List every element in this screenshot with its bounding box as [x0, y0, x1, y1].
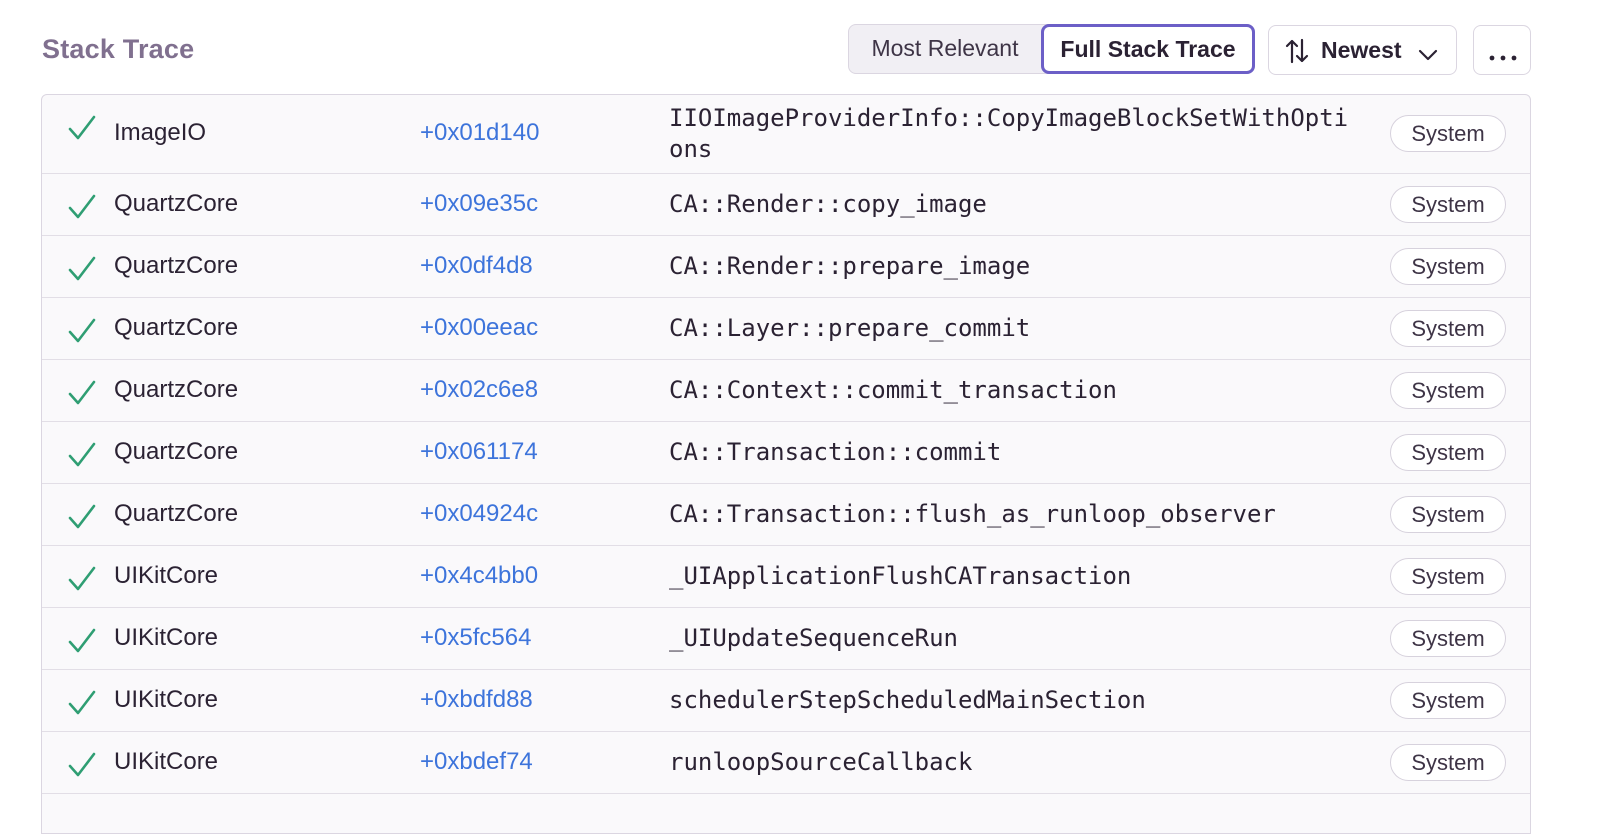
frame-address[interactable]: +0x09e35c	[420, 190, 539, 217]
system-tag: System	[1390, 682, 1506, 719]
frame-address[interactable]: +0x04924c	[420, 500, 539, 527]
system-tag: System	[1390, 434, 1506, 471]
frame-module: QuartzCore	[114, 438, 239, 465]
frame-address[interactable]: +0x02c6e8	[420, 376, 539, 403]
check-icon	[68, 628, 96, 659]
frame-module: QuartzCore	[114, 190, 239, 217]
stack-frame-row[interactable]: UIKitCore +0x5fc564 _UIUpdateSequenceRun…	[42, 608, 1530, 670]
sort-label: Newest	[1321, 37, 1402, 63]
chevron-down-icon	[1418, 41, 1438, 68]
stack-frame-row[interactable]: UIKitCore +0xbdfd88 schedulerStepSchedul…	[42, 670, 1530, 732]
full-stack-trace-button[interactable]: Full Stack Trace	[1041, 24, 1255, 74]
stack-frame-row[interactable]: ImageIO +0x01d140 IIOImageProviderInfo::…	[42, 95, 1530, 174]
frame-module: QuartzCore	[114, 376, 239, 403]
frame-function: IIOImageProviderInfo::CopyImageBlockSetW…	[669, 104, 1349, 163]
view-toggle: Most Relevant Full Stack Trace	[848, 24, 1255, 74]
stack-frame-row[interactable]: QuartzCore +0x04924c CA::Transaction::fl…	[42, 484, 1530, 546]
sort-arrows-icon	[1285, 38, 1309, 70]
frame-address[interactable]: +0xbdfd88	[420, 686, 533, 713]
frame-function: schedulerStepScheduledMainSection	[669, 686, 1146, 714]
frame-function: CA::Transaction::commit	[669, 438, 1002, 466]
system-tag: System	[1390, 186, 1506, 223]
system-tag: System	[1390, 372, 1506, 409]
more-options-button[interactable]	[1473, 25, 1531, 75]
stack-frame-row[interactable]: QuartzCore +0x061174 CA::Transaction::co…	[42, 422, 1530, 484]
ellipsis-icon	[1489, 48, 1517, 66]
frame-module: QuartzCore	[114, 314, 239, 341]
frame-function: CA::Render::prepare_image	[669, 252, 1031, 280]
frame-module: QuartzCore	[114, 500, 239, 527]
frame-function: CA::Render::copy_image	[669, 190, 987, 218]
frame-address[interactable]: +0x00eeac	[420, 314, 539, 341]
frame-module: QuartzCore	[114, 252, 239, 279]
frame-function: CA::Layer::prepare_commit	[669, 314, 1031, 342]
frame-module: UIKitCore	[114, 686, 219, 713]
check-icon	[68, 380, 96, 411]
frame-function: CA::Transaction::flush_as_runloop_observ…	[669, 500, 1276, 528]
frame-address[interactable]: +0x5fc564	[420, 624, 532, 651]
stack-frame-list: ImageIO +0x01d140 IIOImageProviderInfo::…	[41, 94, 1531, 834]
frame-address[interactable]: +0x0df4d8	[420, 252, 533, 279]
check-icon	[68, 115, 96, 146]
system-tag: System	[1390, 310, 1506, 347]
check-icon	[68, 504, 96, 535]
section-title: Stack Trace	[42, 34, 195, 64]
check-icon	[68, 752, 96, 783]
frame-function: _UIUpdateSequenceRun	[669, 624, 958, 652]
check-icon	[68, 442, 96, 473]
check-icon	[68, 194, 96, 225]
frame-module: ImageIO	[114, 119, 207, 146]
frame-address[interactable]: +0x01d140	[420, 119, 540, 146]
frame-function: CA::Context::commit_transaction	[669, 376, 1117, 404]
frame-module: UIKitCore	[114, 624, 219, 651]
check-icon	[68, 256, 96, 287]
check-icon	[68, 318, 96, 349]
system-tag: System	[1390, 115, 1506, 152]
frame-function: _UIApplicationFlushCATransaction	[669, 562, 1132, 590]
frame-module: UIKitCore	[114, 562, 219, 589]
system-tag: System	[1390, 620, 1506, 657]
stack-trace-header: Stack Trace Most Relevant Full Stack Tra…	[42, 22, 1531, 78]
stack-frame-row[interactable]: QuartzCore +0x0df4d8 CA::Render::prepare…	[42, 236, 1530, 298]
system-tag: System	[1390, 744, 1506, 781]
sort-dropdown[interactable]: Newest	[1268, 25, 1457, 75]
stack-frame-row[interactable]: UIKitCore +0x4c4bb0 _UIApplicationFlushC…	[42, 546, 1530, 608]
system-tag: System	[1390, 558, 1506, 595]
system-tag: System	[1390, 496, 1506, 533]
frame-address[interactable]: +0xbdef74	[420, 748, 533, 775]
stack-frame-row[interactable]: QuartzCore +0x02c6e8 CA::Context::commit…	[42, 360, 1530, 422]
check-icon	[68, 566, 96, 597]
stack-frame-row[interactable]: QuartzCore +0x09e35c CA::Render::copy_im…	[42, 174, 1530, 236]
check-icon	[68, 690, 96, 721]
stack-frame-row[interactable]: UIKitCore +0xbdef74 runloopSourceCallbac…	[42, 732, 1530, 794]
system-tag: System	[1390, 248, 1506, 285]
frame-address[interactable]: +0x4c4bb0	[420, 562, 539, 589]
stack-frame-row[interactable]: QuartzCore +0x00eeac CA::Layer::prepare_…	[42, 298, 1530, 360]
frame-address[interactable]: +0x061174	[420, 438, 538, 465]
frame-module: UIKitCore	[114, 748, 219, 775]
most-relevant-button[interactable]: Most Relevant	[871, 35, 1019, 61]
frame-function: runloopSourceCallback	[669, 748, 973, 776]
